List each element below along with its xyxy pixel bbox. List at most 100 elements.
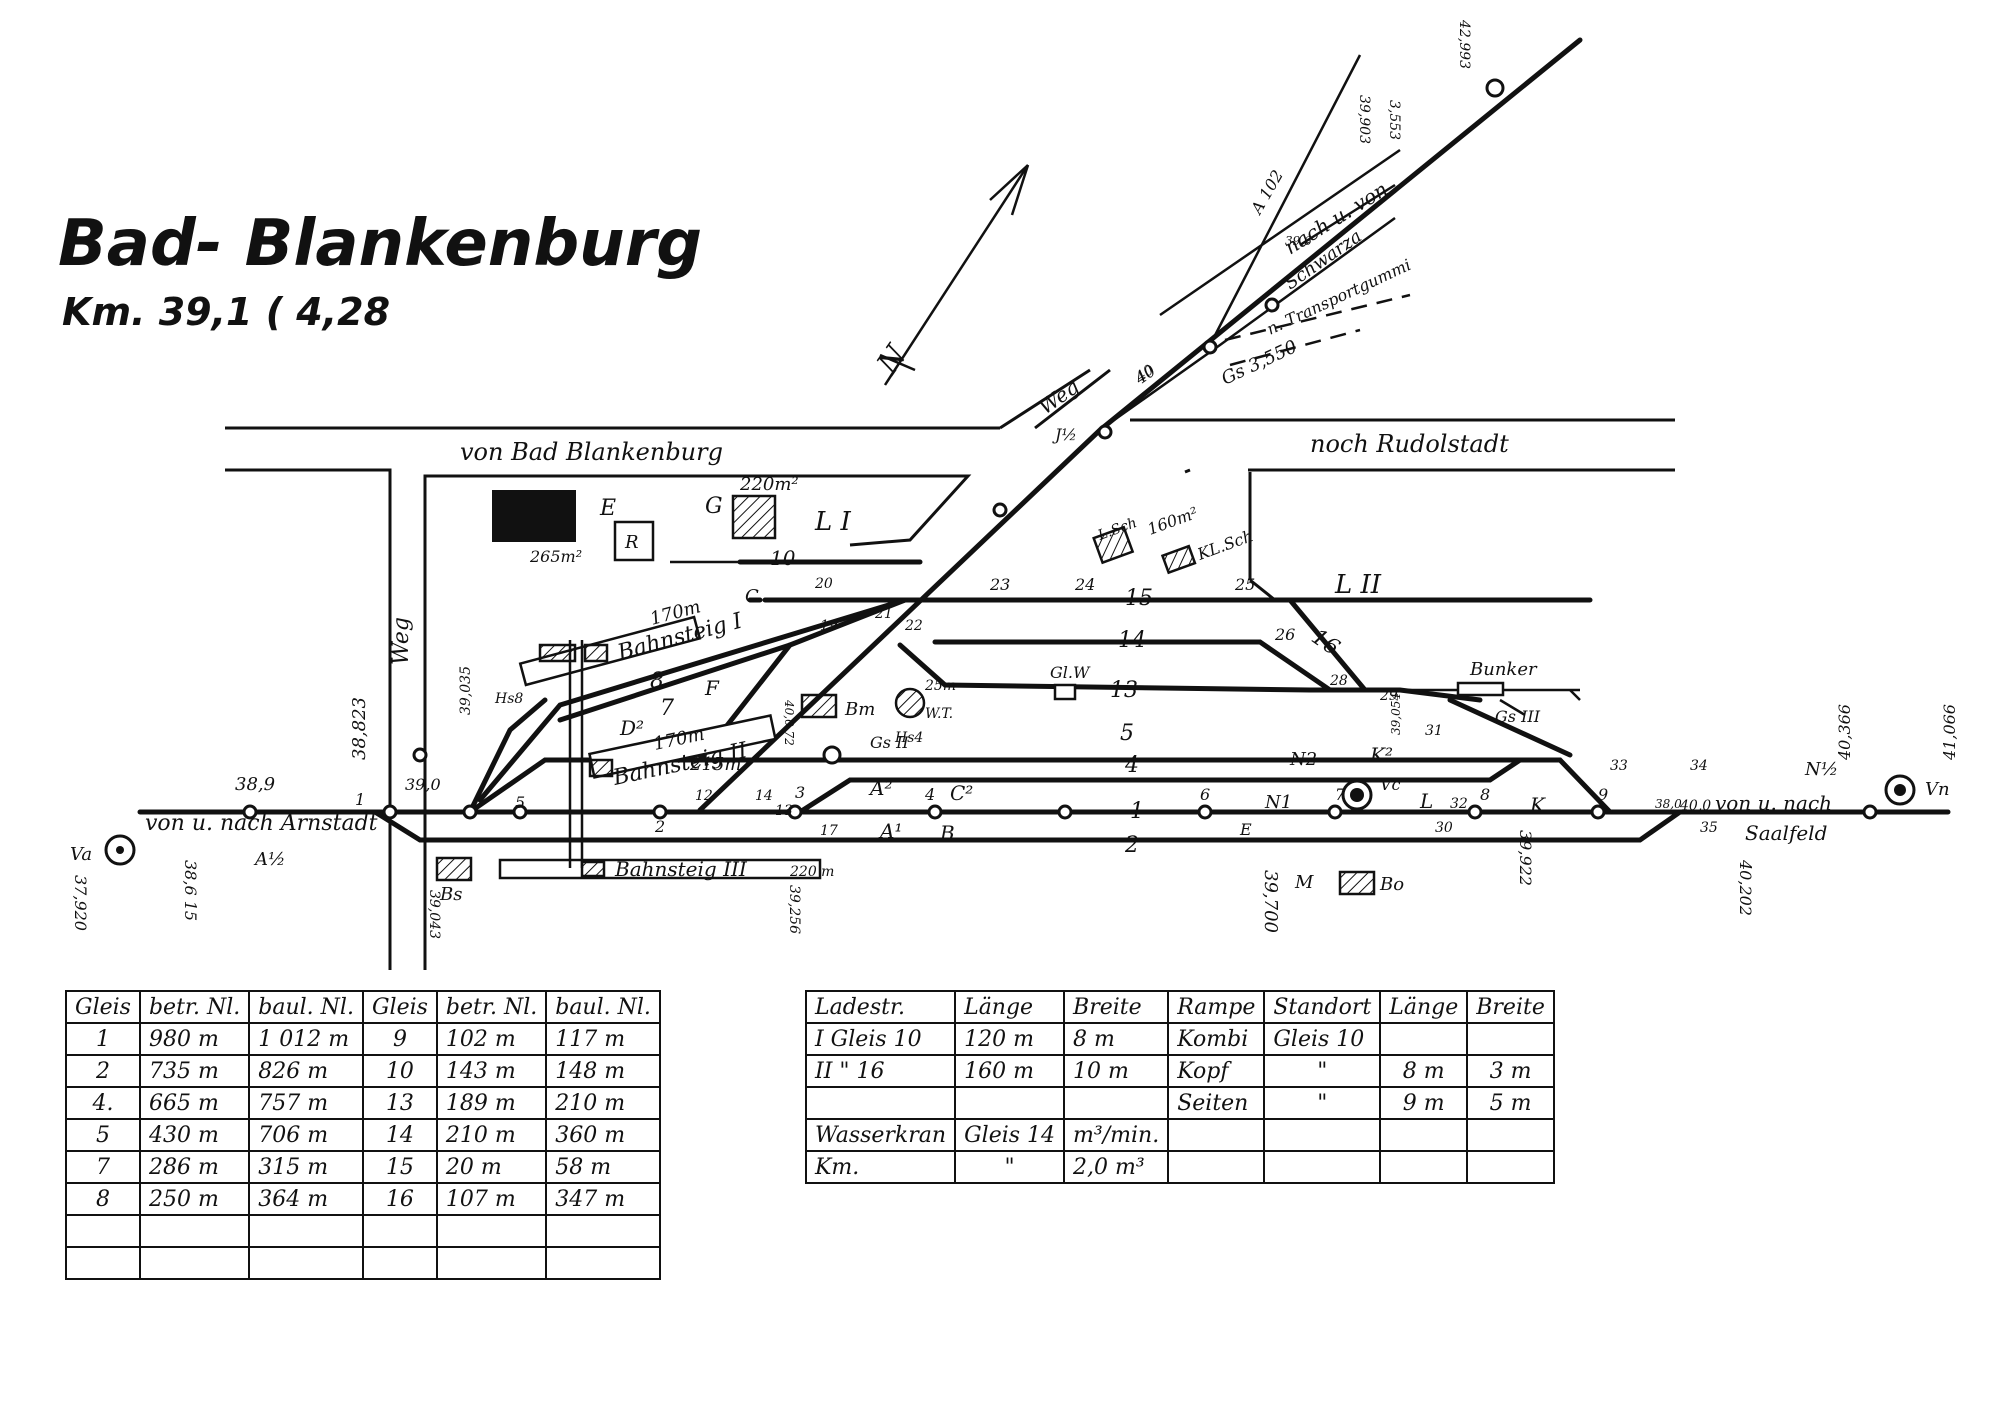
cell: [545, 1246, 661, 1280]
cell: [138, 1246, 251, 1280]
building-bm: [800, 693, 838, 719]
km-40-202: 40,202: [1736, 859, 1755, 916]
switch-34: 34: [1690, 758, 1708, 774]
cell: [138, 1214, 251, 1248]
signal-m: M: [1294, 872, 1314, 893]
label-g: G: [705, 494, 723, 519]
platforms: [498, 615, 822, 880]
building-klsch: [1160, 544, 1197, 575]
bahnsteig-3: [498, 858, 822, 880]
cell: [1263, 1150, 1382, 1184]
label-arnstadt: von u. nach Arnstadt: [145, 811, 378, 836]
switch-23: 23: [989, 575, 1010, 594]
km-40-0: 40,0: [1679, 798, 1711, 814]
cell: 107 m: [435, 1182, 548, 1216]
signal-vc: Vc: [1380, 775, 1401, 794]
label-e-size: 265m²: [529, 547, 582, 566]
main-tracks: [137, 559, 1951, 843]
cell: 10: [361, 1054, 438, 1088]
cell: [435, 1246, 548, 1280]
switch-12: 12: [695, 788, 713, 804]
switch-33: 33: [1610, 758, 1628, 774]
switch-17: 17: [820, 823, 838, 839]
cell: 5 m: [1466, 1086, 1555, 1120]
bunker: [1456, 681, 1505, 697]
cell: Seiten: [1167, 1086, 1266, 1120]
table-row: Wasserkran Gleis 14 m³/min.: [804, 1118, 1555, 1152]
building-g: [731, 494, 777, 540]
table-row: I Gleis 10 120 m 8 m Kombi Gleis 10: [804, 1022, 1555, 1056]
switch-25: 25: [1234, 575, 1255, 594]
col-header: betr. Nl.: [435, 990, 548, 1024]
label-l2: L II: [1334, 570, 1382, 600]
cell: Wasserkran: [804, 1118, 957, 1152]
cell: 8: [65, 1182, 141, 1216]
col-header: Länge: [954, 990, 1066, 1024]
cell: [1466, 1022, 1555, 1056]
label-gs550: Gs 3,550: [1218, 336, 1300, 389]
cell: ": [1263, 1086, 1382, 1120]
track-14: 14: [1118, 628, 1146, 653]
cell: 102 m: [435, 1022, 548, 1056]
label-klsch: KL.Sch: [1194, 526, 1256, 564]
signal-l: L: [1419, 789, 1433, 813]
km-38-823: 38,823: [349, 697, 370, 760]
cell: [1167, 1118, 1266, 1152]
label-wt-size: 25m: [924, 678, 956, 694]
km-38-615: 38,6 15: [181, 860, 200, 921]
track-2: 2: [1124, 833, 1139, 858]
cell: 250 m: [138, 1182, 251, 1216]
cell: 360 m: [545, 1118, 661, 1152]
km-40: 40: [1132, 362, 1157, 386]
cell: [1263, 1118, 1382, 1152]
col-header: baul. Nl.: [545, 990, 661, 1024]
table-row: Km. " 2,0 m³: [804, 1150, 1555, 1184]
col-header: Gleis: [361, 990, 438, 1024]
cell: 2,0 m³: [1063, 1150, 1170, 1184]
switch-28: 28: [1329, 673, 1348, 689]
col-header: baul. Nl.: [248, 990, 364, 1024]
switch-20: 20: [814, 576, 833, 592]
road-label-weg-top: Weg: [1034, 374, 1083, 419]
switch-24: 24: [1074, 575, 1095, 594]
switch-nodes: [104, 78, 1916, 866]
cell: 160 m: [954, 1054, 1066, 1088]
cell: 9 m: [1379, 1086, 1469, 1120]
signal-hs8: Hs8: [494, 691, 523, 707]
switch-7: 7: [1335, 785, 1346, 804]
km-39-035: 39,035: [458, 666, 474, 715]
signal-va: Va: [70, 844, 92, 865]
cell: [1466, 1118, 1555, 1152]
track-length-table: Gleis betr. Nl. baul. Nl. Gleis betr. Nl…: [65, 990, 661, 1280]
cell: 10 m: [1063, 1054, 1170, 1088]
cell: 5: [65, 1118, 141, 1152]
cell: 980 m: [138, 1022, 251, 1056]
cell: Gleis 10: [1263, 1022, 1382, 1056]
bahnsteig-3-length: 220 m: [789, 864, 834, 880]
cell: 1: [65, 1022, 141, 1056]
cell: [545, 1214, 661, 1248]
signal-gs-iii: Gs III: [1495, 707, 1541, 726]
table-row: [65, 1214, 661, 1248]
signal-vn: Vn: [1925, 779, 1950, 800]
cell: 315 m: [248, 1150, 364, 1184]
cell: [248, 1246, 364, 1280]
cell: 189 m: [435, 1086, 548, 1120]
cell: 286 m: [138, 1150, 251, 1184]
buildings: [435, 490, 1505, 896]
road-label-top-left: von Bad Blankenburg: [460, 438, 723, 466]
switch-19: 19: [820, 618, 838, 634]
signal-a-half: A½: [253, 849, 285, 870]
table-header-row: Gleis betr. Nl. baul. Nl. Gleis betr. Nl…: [65, 990, 661, 1024]
km-subtitle: Km. 39,1 ( 4,28: [62, 290, 390, 334]
cell: Kombi: [1167, 1022, 1266, 1056]
switch-31: 31: [1425, 723, 1443, 739]
track-10: 10: [770, 546, 796, 570]
cell: 15: [361, 1150, 438, 1184]
building-r: [613, 520, 655, 562]
signal-n-half: N½: [1804, 759, 1838, 780]
km-41-066: 41,066: [1940, 704, 1959, 761]
cell: 735 m: [138, 1054, 251, 1088]
km-39-903: 39,903: [1356, 95, 1372, 144]
cell: [1466, 1150, 1555, 1184]
